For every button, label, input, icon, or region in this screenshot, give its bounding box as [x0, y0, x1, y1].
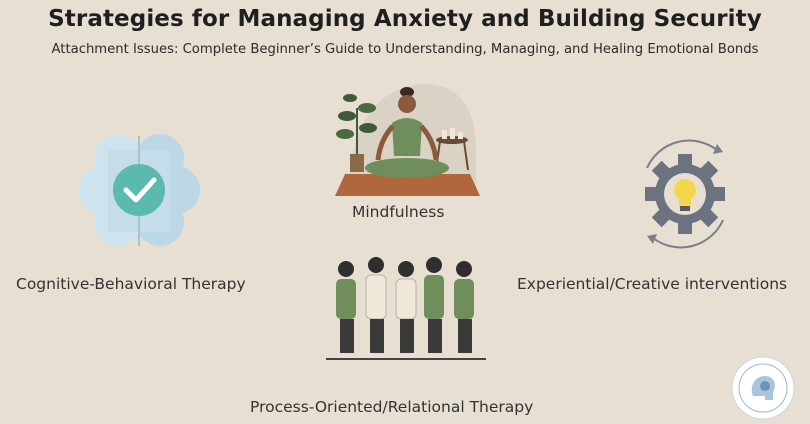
meditating-person-icon: [335, 84, 480, 196]
strategy-label-process: Process-Oriented/Relational Therapy: [250, 398, 534, 416]
institute-seal-logo: [731, 356, 795, 420]
page-subtitle: Attachment Issues: Complete Beginner’s G…: [51, 42, 759, 57]
strategy-label-mindfulness: Mindfulness: [352, 203, 445, 221]
brain-checkmark-icon: [78, 134, 200, 246]
page-title: Strategies for Managing Anxiety and Buil…: [48, 6, 762, 32]
strategy-label-cbt: Cognitive-Behavioral Therapy: [16, 275, 246, 293]
group-circle-icon: [326, 257, 486, 360]
strategy-label-experiential: Experiential/Creative interventions: [517, 275, 788, 293]
gear-lightbulb-icon: [645, 139, 725, 249]
